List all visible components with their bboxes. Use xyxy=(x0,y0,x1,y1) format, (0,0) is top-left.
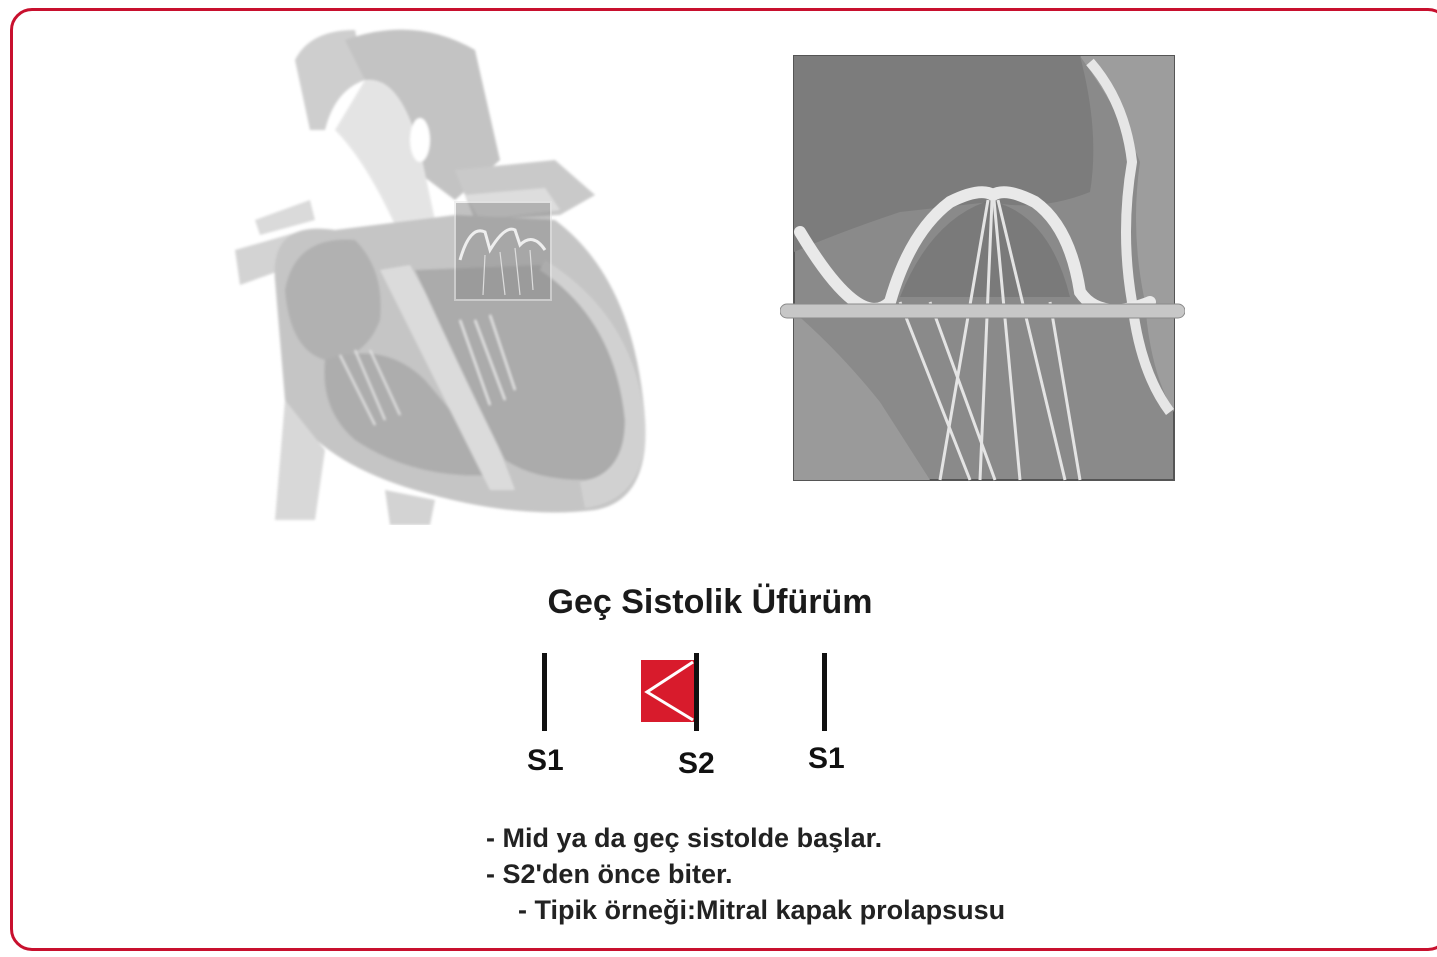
note-item: - Mid ya da geç sistolde başlar. xyxy=(486,820,1005,856)
s1-first-sound-line xyxy=(542,653,547,731)
mitral-valve-closeup-illustration xyxy=(780,52,1185,484)
s1-first-label: S1 xyxy=(527,744,564,778)
note-item: - S2'den önce biter. xyxy=(486,856,1005,892)
s2-sound-line xyxy=(694,653,699,731)
s1-second-label: S1 xyxy=(808,742,845,776)
phonocardiogram: S1 S2 S1 xyxy=(500,645,880,795)
s1-second-sound-line xyxy=(822,653,827,731)
heart-cross-section-illustration xyxy=(215,20,665,525)
notes-list: - Mid ya da geç sistolde başlar. - S2'de… xyxy=(486,820,1005,928)
note-item: - Tipik örneği:Mitral kapak prolapsusu xyxy=(486,892,1005,928)
murmur-title: Geç Sistolik Üfürüm xyxy=(0,583,1420,622)
late-systolic-murmur-shape xyxy=(641,660,695,722)
s2-label: S2 xyxy=(678,747,715,781)
